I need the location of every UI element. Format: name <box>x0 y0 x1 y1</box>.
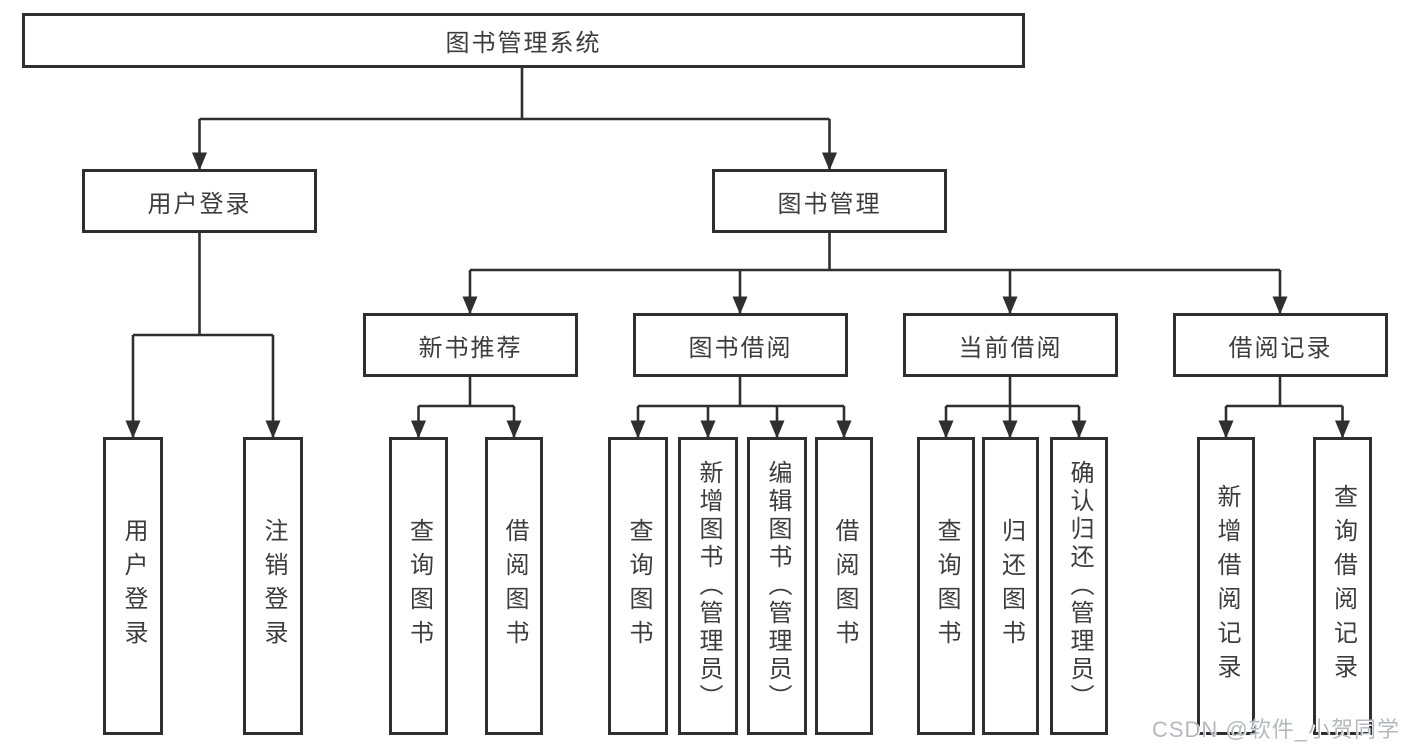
node-user-login-branch: 用户登录 <box>82 169 317 233</box>
node-label: 查询图书 <box>405 518 433 654</box>
node-query-books: 查询图书 <box>389 437 448 735</box>
node-label: 新增借阅记录 <box>1213 484 1240 688</box>
connector-bookmgmt-to-level3 <box>462 233 1288 315</box>
node-label: 查询借阅记录 <box>1329 484 1357 688</box>
node-label: 编辑图书（管理员） <box>764 460 791 712</box>
node-current-borrowing: 当前借阅 <box>903 313 1118 377</box>
node-return-books: 归还图书 <box>982 437 1039 735</box>
node-label: 图书借阅 <box>688 334 793 362</box>
node-label: 图书管理 <box>777 190 882 218</box>
node-label: 当前借阅 <box>958 334 1063 362</box>
node-label: 用户登录 <box>147 190 252 218</box>
node-label: 查询图书 <box>933 518 960 654</box>
node-add-book-admin: 新增图书（管理员） <box>678 437 738 735</box>
node-borrow-books: 借阅图书 <box>815 437 873 735</box>
connector-records-to-leaves <box>1218 377 1350 439</box>
node-add-borrow-record: 新增借阅记录 <box>1197 437 1255 735</box>
csdn-watermark: CSDN @软件_小贺同学 <box>1151 717 1400 742</box>
node-library-system: 图书管理系统 <box>22 13 1025 68</box>
node-label: 查询图书 <box>625 518 652 654</box>
node-label: 注销登录 <box>260 518 287 654</box>
node-label: 新书推荐 <box>418 334 523 362</box>
node-borrow-books: 借阅图书 <box>485 437 543 735</box>
connector-root-to-level2 <box>192 68 837 171</box>
node-label: 借阅图书 <box>831 518 858 654</box>
node-borrowing-records: 借阅记录 <box>1173 313 1388 377</box>
connector-bookborrow-to-leaves <box>630 377 852 439</box>
node-edit-book-admin: 编辑图书（管理员） <box>747 437 807 735</box>
node-confirm-return-admin: 确认归还（管理员） <box>1050 437 1108 735</box>
node-query-books: 查询图书 <box>917 437 975 735</box>
connector-newbookrec-to-leaves <box>411 377 522 439</box>
node-new-book-recommend: 新书推荐 <box>363 313 578 377</box>
node-book-management: 图书管理 <box>712 169 947 233</box>
node-label: 新增图书（管理员） <box>695 460 722 712</box>
connector-currentborrow-to-leaves <box>938 377 1087 439</box>
node-label: 借阅记录 <box>1228 334 1333 362</box>
node-logout: 注销登录 <box>243 437 303 735</box>
node-label: 用户登录 <box>120 518 147 654</box>
node-label: 图书管理系统 <box>445 30 602 57</box>
node-query-borrow-record: 查询借阅记录 <box>1313 437 1372 735</box>
node-label: 归还图书 <box>997 518 1025 654</box>
node-label: 确认归还（管理员） <box>1066 460 1093 712</box>
node-query-books: 查询图书 <box>608 437 668 735</box>
node-user-login: 用户登录 <box>103 437 163 735</box>
connector-userlogin-to-leaves <box>125 233 281 439</box>
node-book-borrowing: 图书借阅 <box>633 313 848 377</box>
node-label: 借阅图书 <box>501 518 528 654</box>
